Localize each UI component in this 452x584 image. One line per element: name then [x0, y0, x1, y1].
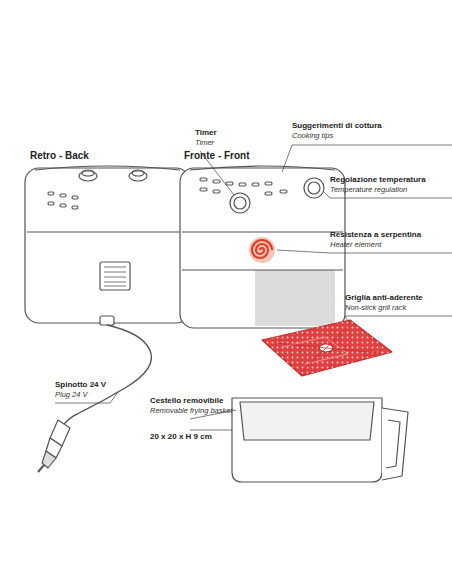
part-label: Plug 24 V: [55, 391, 88, 399]
part-label: Resistenza a serpentina: [330, 231, 421, 240]
part-label: Cestello removibile: [150, 397, 223, 406]
part-label: Griglia anti-aderente: [345, 294, 423, 303]
leader-lines: [55, 145, 452, 430]
part-label: Heater element: [330, 241, 381, 249]
back-unit: [25, 166, 190, 325]
part-label: Temperature regulation: [330, 186, 407, 194]
part-label: Regolazione temperatura: [330, 176, 426, 185]
heater-element: [249, 237, 275, 263]
part-label: Suggerimenti di cottura: [292, 122, 382, 131]
view-heading: Fronte - Front: [184, 150, 250, 161]
frying-basket: [232, 398, 408, 482]
part-label: Timer: [195, 139, 214, 147]
grill-rack: [262, 320, 392, 376]
part-label: Timer: [195, 129, 217, 138]
part-label: Cooking tips: [292, 132, 333, 140]
part-label: Non-stick grill rack: [345, 304, 406, 312]
part-label: Spinotto 24 V: [55, 381, 106, 390]
view-heading: Retro - Back: [30, 150, 89, 161]
front-unit: [180, 166, 345, 328]
part-label: 20 x 20 x H 9 cm: [150, 433, 212, 442]
cable-plug: [38, 325, 151, 472]
part-label: Removable frying basket: [150, 407, 233, 415]
